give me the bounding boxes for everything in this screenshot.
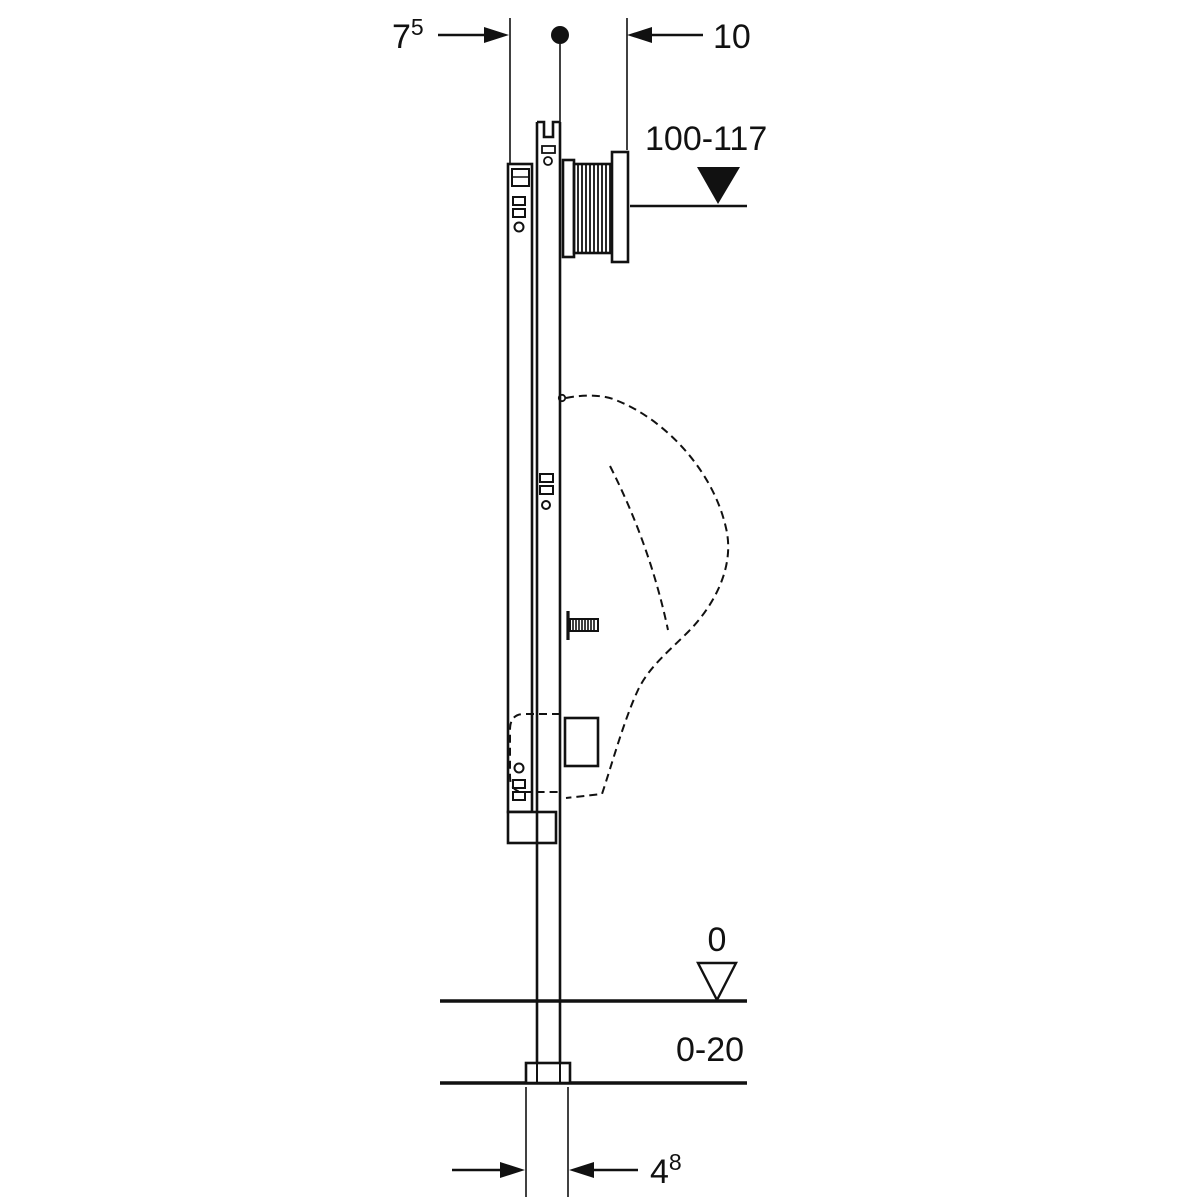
dimension-label-7-5: 75	[392, 14, 424, 56]
foot-plate-body	[524, 1061, 572, 1085]
frame-left-column	[506, 162, 558, 845]
rail-top-hole	[543, 156, 553, 166]
dimension-label-4-8: 48	[650, 1149, 682, 1191]
bracket-inner-plate	[561, 158, 576, 259]
wall-mounting-bracket	[561, 150, 630, 264]
rail-mid-slot	[539, 485, 554, 495]
urinal-inner-line	[609, 465, 669, 631]
bottom-dimension-4-8: 48	[452, 1087, 682, 1197]
bolt-body	[569, 618, 599, 632]
column-body	[506, 162, 534, 814]
foot-plate	[524, 1061, 572, 1085]
rail-top-notch	[537, 120, 560, 139]
bolt-thread-hatching	[572, 619, 595, 631]
urinal-profile	[565, 394, 730, 799]
mount-slot	[512, 196, 526, 206]
mount-slot	[512, 208, 526, 218]
mount-slot	[512, 791, 526, 801]
arrow-right-icon	[484, 27, 509, 43]
height-dimension-100-117: 100-117	[630, 120, 767, 208]
level-zero-label: 0	[708, 921, 727, 959]
level-symbol-open-icon	[696, 961, 738, 1003]
trap-dashed-outline	[509, 713, 560, 793]
dimension-label-10: 10	[713, 18, 751, 56]
drain-socket	[563, 716, 600, 768]
mount-hole	[513, 221, 525, 233]
top-dimension-10: 10	[626, 18, 751, 150]
drain-socket-body	[563, 716, 600, 768]
floor-levels: 0 0-20	[440, 921, 747, 1085]
dimension-label-100-117: 100-117	[645, 120, 767, 158]
rail-mid-hole	[541, 500, 551, 510]
bracket-outer-plate	[610, 150, 630, 264]
level-arrow-filled-icon	[697, 167, 740, 204]
arrow-left-icon	[569, 1162, 594, 1178]
urinal-fix-point	[557, 393, 567, 403]
center-axis-marker	[551, 26, 569, 123]
top-dimension-7-5: 75	[392, 14, 511, 163]
floor-range-label: 0-20	[676, 1031, 744, 1069]
frame-main-rail	[535, 120, 567, 1083]
flush-pipe-bolt	[566, 611, 599, 640]
rail-top-slot	[541, 145, 556, 154]
axis-dot-icon	[551, 26, 569, 44]
thread-hatching	[577, 164, 611, 253]
column-bottom-bracket	[506, 810, 558, 845]
arrow-right-icon	[500, 1162, 525, 1178]
mount-slot	[512, 779, 526, 789]
trap-profile	[509, 713, 560, 793]
arrow-left-icon	[627, 27, 652, 43]
rail-mid-slot	[539, 473, 554, 483]
mount-hole	[513, 762, 525, 774]
urinal-dashed-outline	[565, 394, 730, 799]
